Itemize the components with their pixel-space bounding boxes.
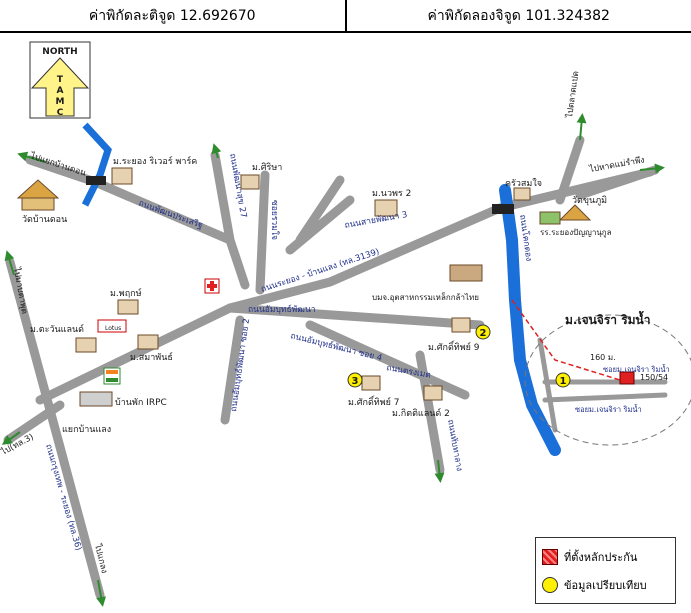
north-letter-a: A bbox=[57, 86, 64, 96]
house-icon-krua bbox=[513, 187, 531, 201]
arrow-to-trongmet bbox=[434, 459, 445, 483]
arrow-to-rayong bbox=[1, 431, 21, 445]
irpc-house-icon bbox=[79, 391, 113, 407]
label-steel: บมจ.อุตสาหกรรมเหล็กกล้าไทย bbox=[372, 292, 479, 302]
marker-1 bbox=[555, 372, 571, 388]
arrow-to-sea bbox=[639, 163, 665, 174]
road-label-ubon-mit: ถนนอัมบุทธ์พัฒนา bbox=[248, 304, 316, 315]
factory-icon bbox=[449, 264, 483, 282]
house-icon-sirisa bbox=[240, 174, 260, 190]
road-jenjira-3 bbox=[537, 337, 558, 433]
road-label-jenjira: ซอยม.เจนจิรา ริมน้ำ bbox=[603, 364, 670, 374]
label-kitti: ม.กิตติแลนด์ 2 bbox=[392, 407, 450, 419]
bridge-west bbox=[86, 176, 106, 185]
marker-3-label: 3 bbox=[352, 376, 359, 387]
road-bangkok-rayong bbox=[5, 257, 105, 600]
river-west bbox=[81, 122, 112, 207]
marker-1-label: 1 bbox=[560, 376, 567, 387]
bridge-east bbox=[492, 204, 514, 214]
comparable-swatch-icon bbox=[542, 577, 558, 593]
school-icon bbox=[539, 211, 561, 225]
road-label-jenjira-2: ซอยม.เจนจิรา ริมน้ำ bbox=[575, 404, 642, 414]
label-yaek-ban-laeng: แยกบ้านแลง bbox=[62, 424, 111, 435]
comparison-area bbox=[524, 314, 691, 446]
label-distance: 160 ม. bbox=[590, 353, 616, 362]
road-label-pattana-prasert: ถนนพัฒนประเสริฐ bbox=[137, 198, 204, 231]
arrow-to-ban-don bbox=[17, 151, 46, 163]
road-main bbox=[35, 167, 655, 405]
legend-comparable: ข้อมูลเปรียบเทียบ bbox=[542, 571, 669, 599]
label-irpc: บ้านพัก IRPC bbox=[115, 397, 167, 408]
road-trongmet bbox=[415, 350, 445, 475]
seven-eleven-icon bbox=[103, 367, 121, 385]
label-sirisa: ม.ศิริษา bbox=[252, 162, 282, 173]
map-legend: ที่ตั้งหลักประกัน ข้อมูลเปรียบเทียบ bbox=[535, 537, 676, 604]
label-panyanukul: รร.ระยองปัญญานุกูล bbox=[540, 228, 612, 238]
label-house-no: 150/54 bbox=[640, 373, 668, 382]
hospital-icon bbox=[204, 278, 220, 294]
longitude-label: ค่าพิกัดลองจิจูด 101.324382 bbox=[427, 7, 610, 24]
label-krua-somjai: ครัวสมใจ bbox=[505, 178, 542, 189]
collateral-marker bbox=[619, 371, 635, 385]
label-river-park: ม.ระยอง ริเวอร์ พาร์ค bbox=[113, 155, 197, 167]
arrow-to-klaeng bbox=[96, 579, 107, 607]
legend-collateral-label: ที่ตั้งหลักประกัน bbox=[564, 551, 638, 564]
house-icon-tawan bbox=[75, 337, 97, 353]
label-somphan: ม.สมาพันธ์ bbox=[130, 351, 173, 363]
arrow-to-pattanarsuk bbox=[211, 143, 222, 159]
label-nawaporn: ม.นวพร 2 bbox=[372, 189, 411, 199]
temple-ban-don-icon bbox=[16, 179, 60, 199]
road-pattanarsuk bbox=[210, 150, 250, 290]
collateral-swatch-icon bbox=[542, 549, 558, 565]
temple-khun-icon bbox=[558, 204, 592, 221]
road-label-tapthalang: ถนนทับทาลาง bbox=[445, 419, 464, 472]
arrow-to-map-ta-phut bbox=[4, 250, 15, 276]
label-pruksa: ม.พฤกษ์ bbox=[110, 287, 142, 299]
north-arrow: NORTH T A M C bbox=[29, 41, 91, 119]
marker-2 bbox=[475, 324, 491, 340]
north-label: NORTH bbox=[42, 47, 77, 57]
label-wat-khun: วัดขุนภูมิ bbox=[572, 195, 607, 206]
road-network bbox=[3, 135, 668, 600]
road-nawaporn bbox=[295, 175, 345, 245]
road-to-khun bbox=[555, 135, 585, 205]
house-icon-river-park bbox=[111, 167, 133, 185]
road-to-sea bbox=[575, 165, 660, 200]
lotus-icon bbox=[97, 319, 127, 333]
house-icon-sakdithip9 bbox=[451, 317, 471, 333]
label-lotus: Lotus bbox=[105, 325, 121, 332]
house-icon-pruksa bbox=[117, 299, 139, 315]
north-letter-c: C bbox=[57, 108, 64, 118]
road-soi-4 bbox=[305, 320, 470, 400]
label-sakdithip7: ม.ศักดิ์ทิพย์ 7 bbox=[348, 395, 400, 408]
arrow-to-ban-khai bbox=[576, 113, 587, 141]
label-sakdithip9: ม.ศักดิ์ทิพย์ 9 bbox=[428, 340, 480, 353]
marker-3 bbox=[347, 372, 363, 388]
marker-2-label: 2 bbox=[480, 328, 487, 339]
road-diag bbox=[285, 195, 355, 255]
road-label-koktong: ถนนโคกตอง bbox=[517, 214, 534, 262]
route-line bbox=[511, 299, 621, 381]
road-label-soi-ruamjai: ซอยรวมใจ bbox=[269, 200, 280, 240]
road-ubon-mit bbox=[225, 303, 485, 330]
house-icon-kitti bbox=[423, 385, 443, 401]
latitude-label: ค่าพิกัดละติจูด 12.692670 bbox=[0, 0, 347, 31]
label-wat-ban-don: วัดบ้านดอน bbox=[22, 214, 67, 225]
label-tawan: ม.ตะวันแลนด์ bbox=[30, 323, 84, 335]
north-letter-t: T bbox=[57, 75, 64, 85]
house-icon-somphan bbox=[137, 334, 159, 350]
road-soi-2 bbox=[220, 315, 245, 425]
house-icon-nawaporn bbox=[374, 199, 398, 217]
label-jenjira: ม.เจนจิรา ริมน้ำ bbox=[565, 310, 651, 327]
legend-comparable-label: ข้อมูลเปรียบเทียบ bbox=[564, 579, 647, 592]
coordinate-header: ค่าพิกัดละติจูด 12.692670 ค่าพิกัดลองจิจ… bbox=[0, 0, 691, 33]
road-sirisa bbox=[255, 170, 270, 295]
dir-to-ban-khai: ไปตลาดแปด bbox=[564, 70, 582, 119]
legend-collateral: ที่ตั้งหลักประกัน bbox=[542, 543, 669, 571]
road-jenjira-2 bbox=[542, 392, 668, 403]
north-letter-m: M bbox=[56, 97, 65, 107]
house-icon-sakdithip7 bbox=[361, 375, 381, 391]
